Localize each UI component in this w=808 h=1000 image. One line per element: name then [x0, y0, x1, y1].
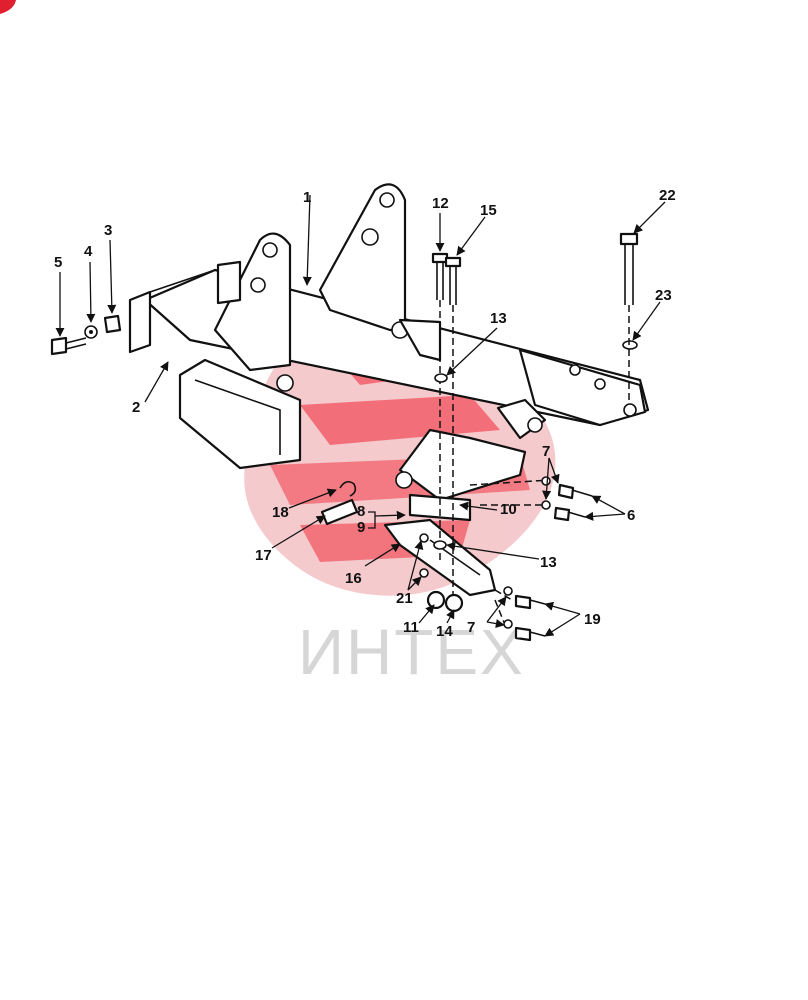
callout-19: 19 — [584, 611, 601, 628]
callout-4: 4 — [84, 243, 93, 260]
callout-18: 18 — [272, 504, 289, 521]
callout-16: 16 — [345, 570, 362, 587]
callout-8: 8 — [357, 503, 365, 520]
callout-7-upper: 7 — [542, 443, 550, 460]
callout-13-upper: 13 — [490, 310, 507, 327]
callout-5: 5 — [54, 254, 62, 271]
callout-11: 11 — [403, 619, 419, 636]
callout-labels: 1 2 3 4 5 6 7 7 8 9 10 11 12 13 13 14 15… — [54, 187, 676, 640]
callout-7-lower: 7 — [467, 619, 475, 636]
callout-15: 15 — [480, 202, 497, 219]
callout-6: 6 — [627, 507, 635, 524]
callout-12: 12 — [432, 195, 449, 212]
leader-lines — [55, 194, 666, 637]
callout-14: 14 — [436, 623, 453, 640]
callout-13-lower: 13 — [540, 554, 557, 571]
callout-2: 2 — [132, 399, 140, 416]
watermark-text: ИНТЕХ — [298, 616, 525, 688]
callout-10: 10 — [500, 501, 517, 518]
callout-23: 23 — [655, 287, 672, 304]
main-frame — [128, 183, 650, 597]
callout-22: 22 — [659, 187, 676, 204]
callout-3: 3 — [104, 222, 112, 239]
hardware — [50, 232, 639, 642]
callout-21: 21 — [396, 590, 413, 607]
callout-9: 9 — [357, 519, 365, 536]
corner-mark — [0, 0, 16, 14]
callout-1: 1 — [303, 189, 311, 206]
callout-17: 17 — [255, 547, 272, 564]
